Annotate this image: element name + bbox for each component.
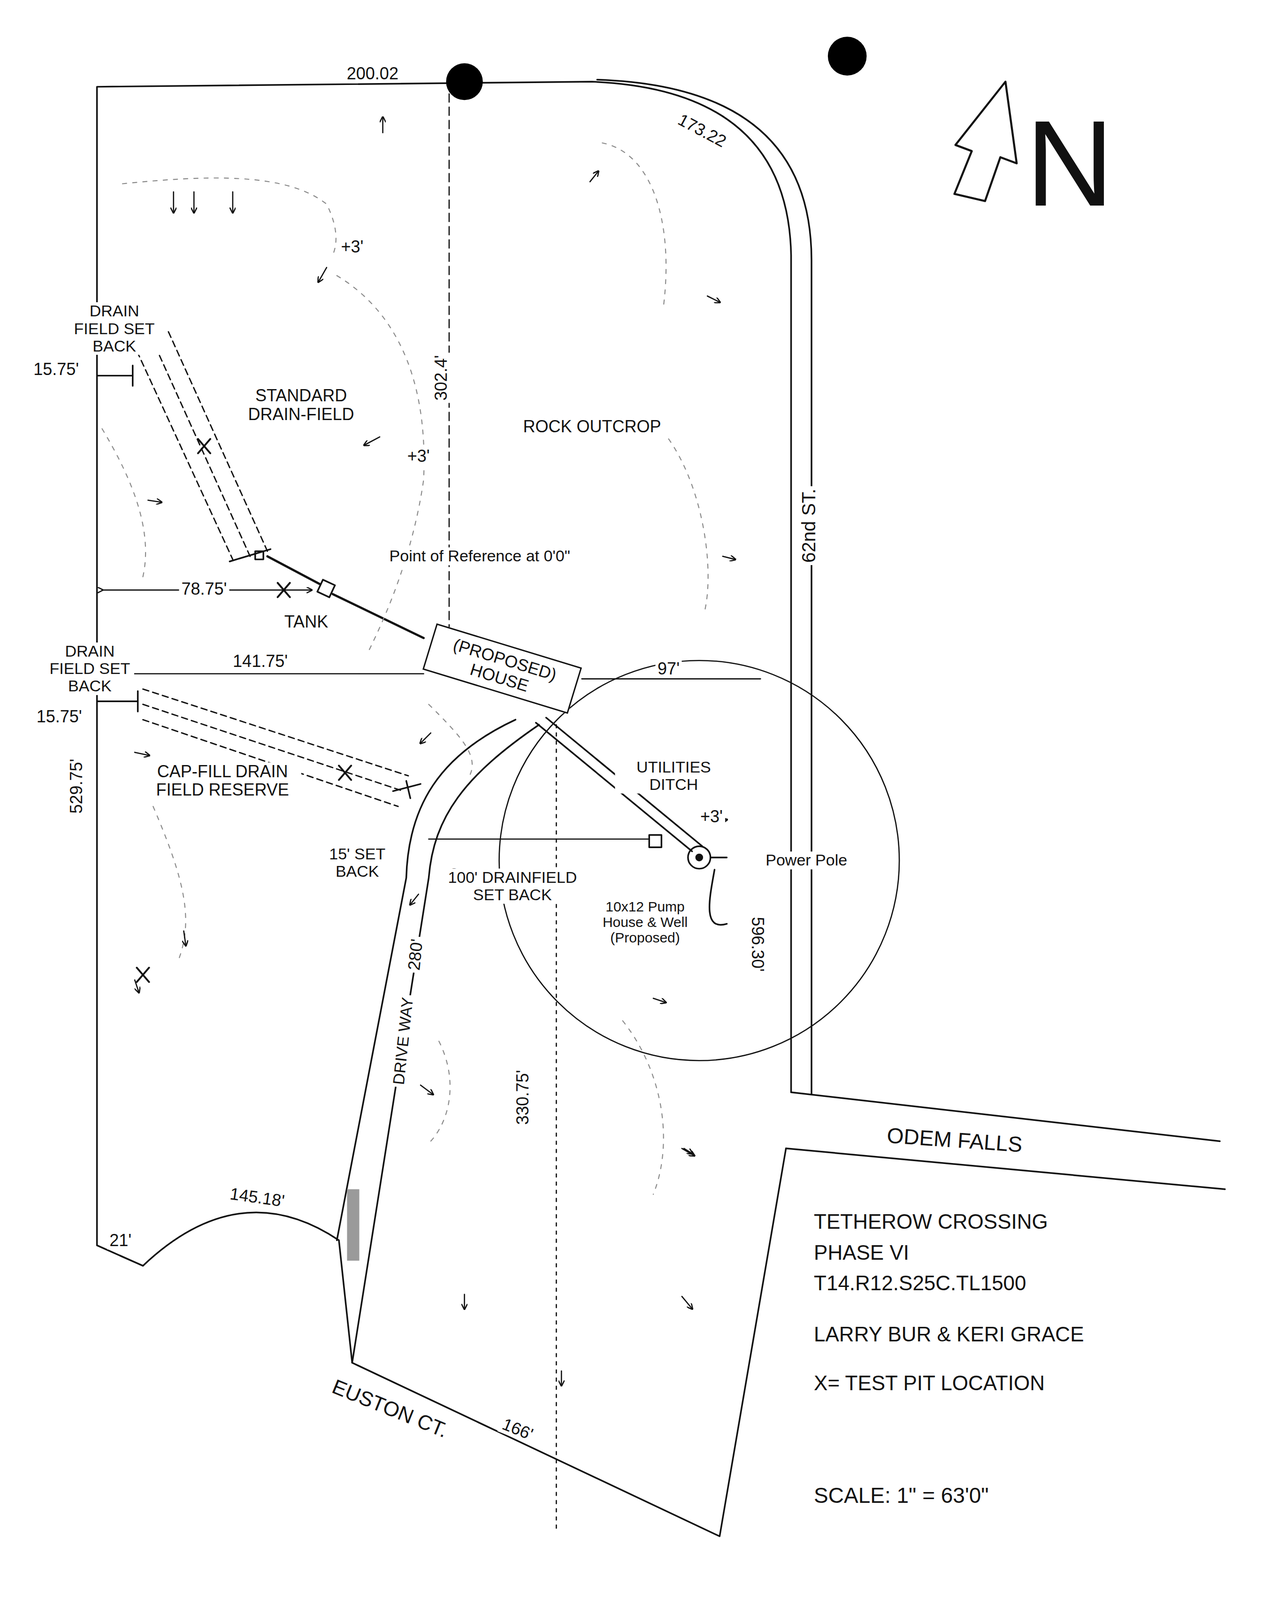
map-label: LARRY BUR & KERI GRACE — [811, 1322, 1087, 1346]
map-label: CAP-FILL DRAIN FIELD RESERVE — [143, 762, 302, 800]
drain-field-end — [229, 549, 271, 562]
dimension-line — [97, 673, 424, 675]
map-label: 15' SET BACK — [323, 844, 392, 881]
map-label: 596.30' — [748, 914, 767, 974]
map-label: 141.75' — [230, 652, 291, 672]
map-label: 200.02 — [344, 64, 401, 84]
map-label: 15.75' — [34, 707, 85, 727]
driveway-shading — [346, 1189, 360, 1261]
map-label: DRIVE WAY — [389, 994, 417, 1088]
contour-line — [101, 142, 708, 1194]
map-label: ROCK OUTCROP — [520, 417, 664, 437]
map-label: +3' — [697, 807, 726, 827]
distribution-box — [255, 550, 264, 559]
setback-tick — [97, 365, 133, 386]
map-label: TETHEROW CROSSING — [811, 1210, 1051, 1233]
map-label: Point of Reference at 0'0" — [387, 547, 573, 566]
map-label: PHASE VI — [811, 1240, 912, 1264]
dimension-line — [555, 724, 558, 1531]
map-label: 62nd ST. — [798, 486, 819, 566]
map-label: 100' DRAINFIELD SET BACK — [438, 868, 587, 904]
power-pole-symbol — [688, 846, 711, 869]
survey-monument — [445, 63, 483, 100]
dimension-line — [428, 838, 650, 840]
map-label: 173.22 — [673, 109, 732, 153]
power-line — [709, 857, 728, 925]
driveway-edge — [352, 724, 539, 1363]
map-label: 145.18' — [226, 1184, 288, 1211]
survey-monument — [827, 36, 867, 76]
map-label: 10x12 Pump House & Well (Proposed) — [596, 898, 695, 945]
road-edge — [786, 1092, 1225, 1190]
pump-house-symbol — [649, 834, 662, 848]
map-label: SCALE: 1" = 63'0" — [811, 1483, 992, 1508]
map-label: 15.75' — [30, 360, 82, 380]
map-label: +3' — [405, 446, 433, 466]
dimension-line — [581, 678, 761, 680]
tank-symbol — [317, 579, 336, 598]
map-label: DRAIN FIELD SET BACK — [65, 302, 164, 355]
map-label: 280' — [404, 935, 427, 974]
map-label: Power Pole — [763, 851, 850, 870]
drain-field — [132, 331, 268, 560]
power-pole-symbol — [696, 854, 703, 861]
north-letter: N — [1023, 96, 1117, 231]
map-label: ODEM FALLS — [883, 1123, 1026, 1157]
map-label: DRAIN FIELD SET BACK — [45, 642, 134, 695]
map-label: 330.75' — [513, 1067, 533, 1128]
map-label: 302.4' — [431, 352, 451, 403]
map-label: 78.75' — [178, 579, 230, 599]
north-arrow — [954, 81, 1018, 201]
map-label: 529.75' — [67, 756, 86, 816]
house-footprint: (PROPOSED) HOUSE — [422, 623, 582, 714]
map-label: 166' — [497, 1413, 538, 1445]
test-pit-mark — [136, 438, 352, 982]
sewer-line — [267, 556, 424, 638]
map-label: 21' — [107, 1231, 134, 1250]
setback-circle — [499, 660, 900, 1061]
drainage-arrow — [134, 117, 735, 1386]
map-label: 97' — [655, 659, 682, 679]
reserve-drain-field — [142, 688, 408, 807]
map-label: EUSTON CT. — [326, 1374, 453, 1443]
map-label: UTILITIES DITCH — [615, 758, 733, 794]
map-label: T14.R12.S25C.TL1500 — [811, 1271, 1029, 1295]
map-label: +3' — [338, 237, 366, 257]
map-label: X= TEST PIT LOCATION — [811, 1371, 1048, 1395]
lot-boundary — [97, 81, 792, 1537]
node-text: (PROPOSED) HOUSE — [425, 628, 579, 709]
map-label: STANDARD DRAIN-FIELD — [221, 386, 380, 424]
driveway-edge — [336, 719, 516, 1240]
setback-tick — [392, 780, 421, 799]
map-label: TANK — [282, 612, 331, 632]
